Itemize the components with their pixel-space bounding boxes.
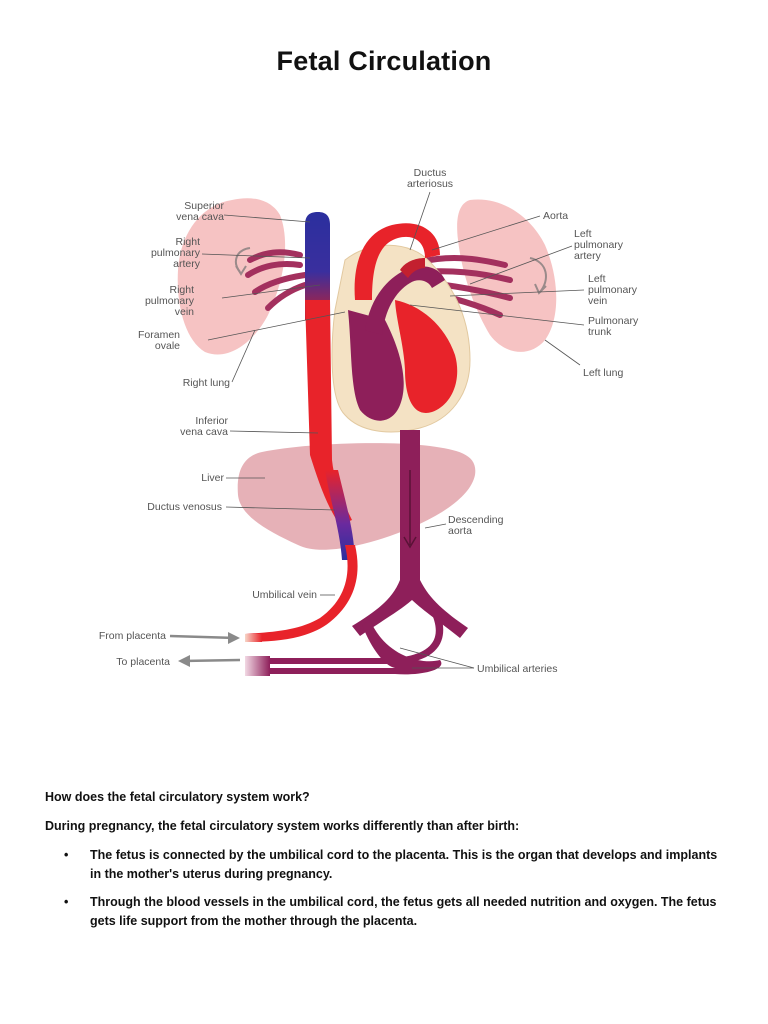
label-line: ovale bbox=[155, 340, 180, 352]
label-line: arteriosus bbox=[407, 178, 453, 190]
bullet-marker: • bbox=[64, 893, 68, 912]
label-line: vena cava bbox=[176, 211, 224, 223]
label-umbilical-arteries: Umbilical arteries bbox=[477, 663, 558, 675]
label-aorta: Aorta bbox=[543, 210, 568, 222]
label-ductus-venosus: Ductus venosus bbox=[147, 501, 222, 513]
section-intro: During pregnancy, the fetal circulatory … bbox=[45, 819, 519, 833]
umbilical-artery-2 bbox=[245, 620, 441, 674]
bullet-text: The fetus is connected by the umbilical … bbox=[90, 848, 717, 881]
label-line: Liver bbox=[201, 472, 224, 484]
to-placenta-arrow bbox=[182, 660, 240, 661]
label-to-placenta: To placenta bbox=[116, 656, 170, 668]
placenta-segment-vein bbox=[245, 634, 262, 642]
placenta-segment-arteries bbox=[245, 656, 270, 676]
bullet-text: Through the blood vessels in the umbilic… bbox=[90, 895, 716, 928]
label-line: To placenta bbox=[116, 656, 170, 668]
label-umbilical-vein: Umbilical vein bbox=[252, 589, 317, 601]
label-liver: Liver bbox=[201, 472, 224, 484]
label-line: Aorta bbox=[543, 210, 568, 222]
label-line: vena cava bbox=[180, 426, 228, 438]
label-right-lung: Right lung bbox=[183, 377, 230, 389]
label-from-placenta: From placenta bbox=[99, 630, 166, 642]
list-item: • The fetus is connected by the umbilica… bbox=[60, 846, 730, 884]
label-line: vein bbox=[588, 295, 607, 307]
label-line: artery bbox=[173, 258, 201, 270]
bullet-list: • The fetus is connected by the umbilica… bbox=[60, 846, 730, 940]
label-line: artery bbox=[574, 250, 602, 262]
label-line: Right lung bbox=[183, 377, 230, 389]
from-placenta-arrow bbox=[170, 636, 236, 638]
label-left-lung: Left lung bbox=[583, 367, 623, 379]
liver bbox=[238, 443, 476, 550]
label-line: Umbilical vein bbox=[252, 589, 317, 601]
label-line: From placenta bbox=[99, 630, 166, 642]
label-line: Umbilical arteries bbox=[477, 663, 558, 675]
list-item: • Through the blood vessels in the umbil… bbox=[60, 893, 730, 931]
section-question: How does the fetal circulatory system wo… bbox=[45, 790, 310, 804]
label-line: Left lung bbox=[583, 367, 623, 379]
bullet-marker: • bbox=[64, 846, 68, 865]
page-title: Fetal Circulation bbox=[0, 46, 768, 77]
label-line: vein bbox=[175, 306, 194, 318]
label-line: Ductus venosus bbox=[147, 501, 222, 513]
label-line: trunk bbox=[588, 326, 612, 338]
label-line: aorta bbox=[448, 525, 472, 537]
